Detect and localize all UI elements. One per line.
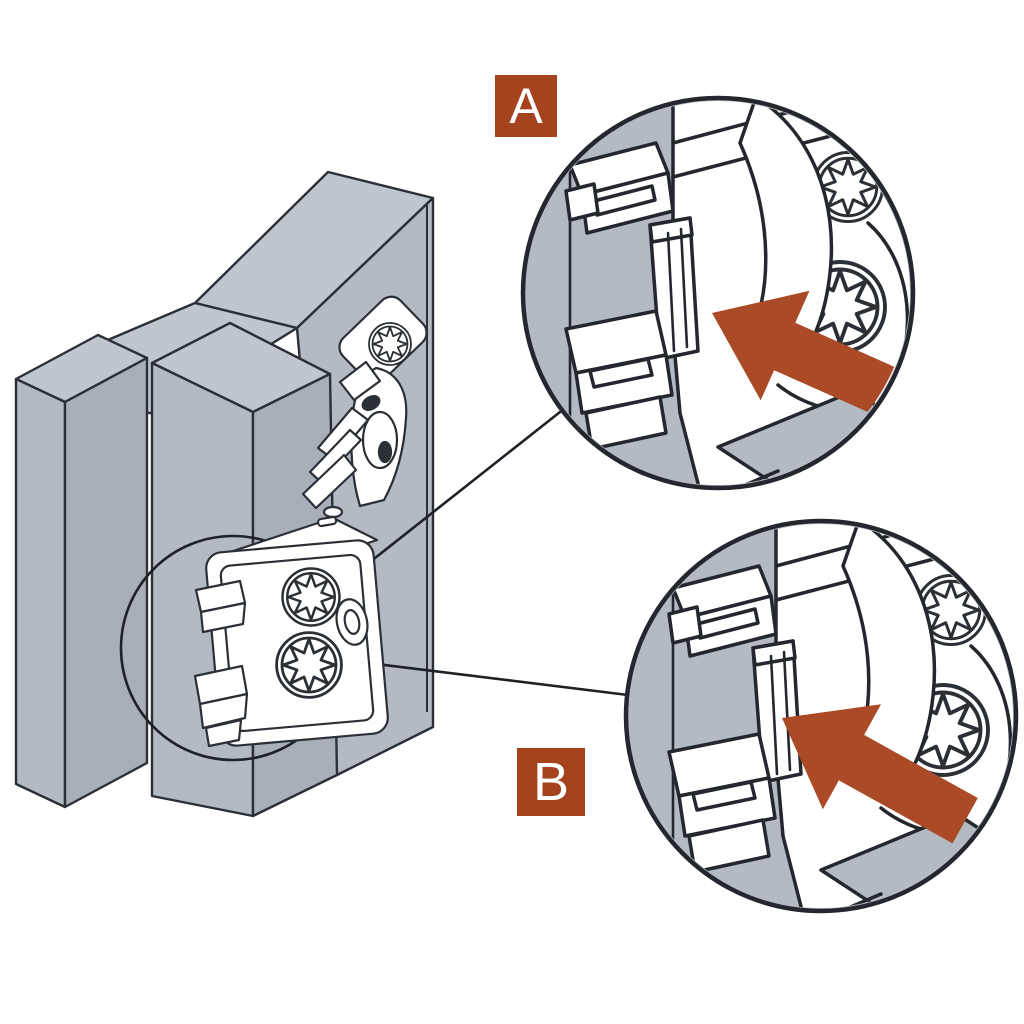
callout-b [626,506,1024,926]
left-stile-front-face [14,377,67,809]
leader-line-b [342,658,630,697]
pozidriv-screw-icon [275,631,343,699]
left-stile-side-face [63,356,149,809]
callout-a-closeup [523,83,933,503]
pozidriv-screw-icon [368,322,412,366]
callout-a-label: A [495,75,557,137]
callout-a [523,83,933,503]
callout-b-label: B [517,748,585,816]
hinge-assembly [193,295,428,748]
cam-adjuster [335,598,369,646]
pozidriv-screw-icon [281,567,341,627]
